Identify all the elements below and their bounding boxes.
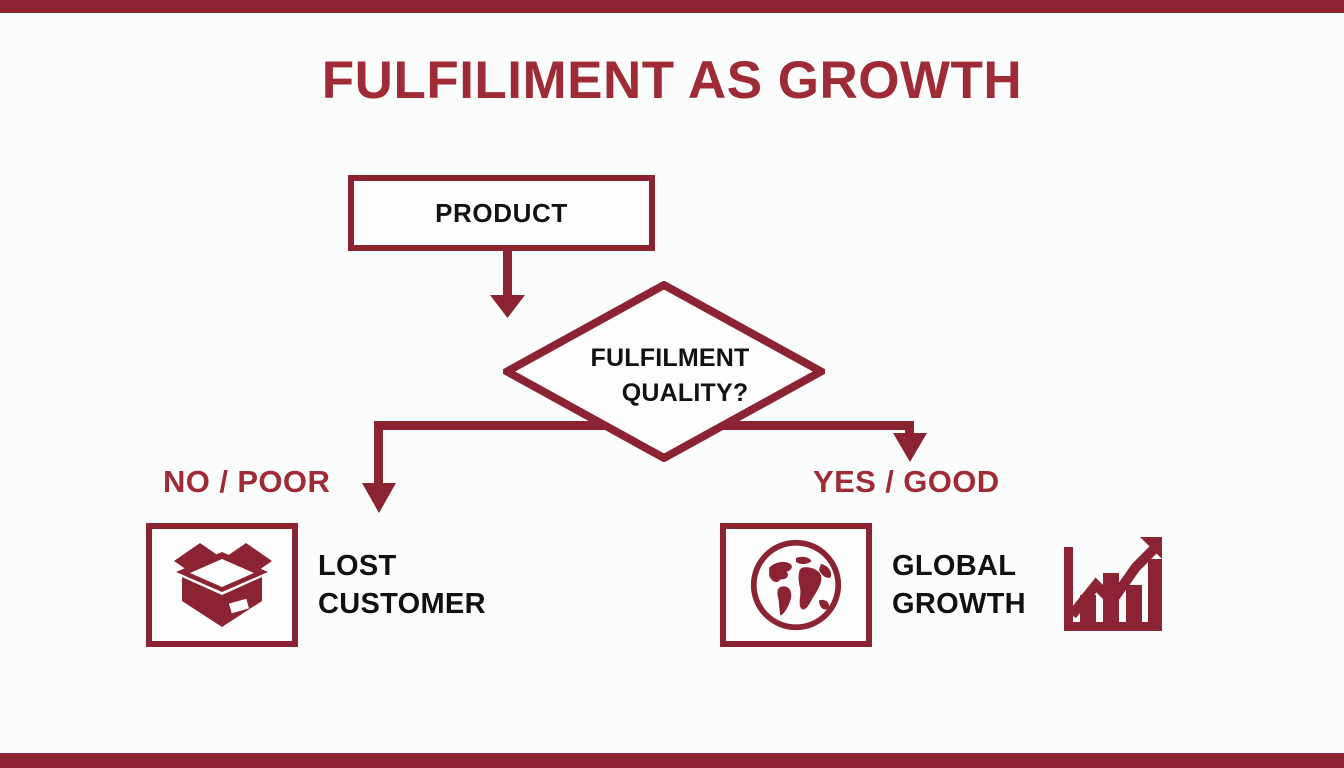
growth-chart-wrap [1058,533,1166,637]
open-box-icon [174,543,272,627]
outcome-lost-line1: LOST [318,550,397,582]
bottom-accent-bar [0,753,1344,768]
decision-label-line2: QUALITY? [621,379,749,407]
page-title: FULFILIMENT AS GROWTH [321,51,1023,110]
outcome-global-growth[interactable]: GLOBAL GROWTH [720,523,1166,647]
outcome-global-line2: GROWTH [892,588,1026,620]
top-accent-bar [0,0,1344,13]
outcome-global-growth-text: GLOBAL GROWTH [892,547,1026,623]
node-decision-label: FULFILMENT QUALITY? [550,341,790,411]
decision-label-line1: FULFILMENT [590,344,750,372]
branch-label-yes-good: YES / GOOD [813,464,1000,499]
outcome-lost-customer-text: LOST CUSTOMER [318,547,486,623]
globe-icon [750,539,842,631]
node-product-label: PRODUCT [435,197,568,228]
branch-label-no-poor: NO / POOR [163,464,331,499]
outcome-lost-customer[interactable]: LOST CUSTOMER [146,523,486,647]
node-decision-diamond[interactable] [503,281,825,462]
outcome-global-line1: GLOBAL [892,550,1017,582]
globe-icon-frame [720,523,872,647]
outcome-lost-line2: CUSTOMER [318,588,486,620]
open-box-icon-frame [146,523,298,647]
node-product[interactable]: PRODUCT [348,175,655,251]
growth-bar-chart-icon [1063,537,1162,631]
